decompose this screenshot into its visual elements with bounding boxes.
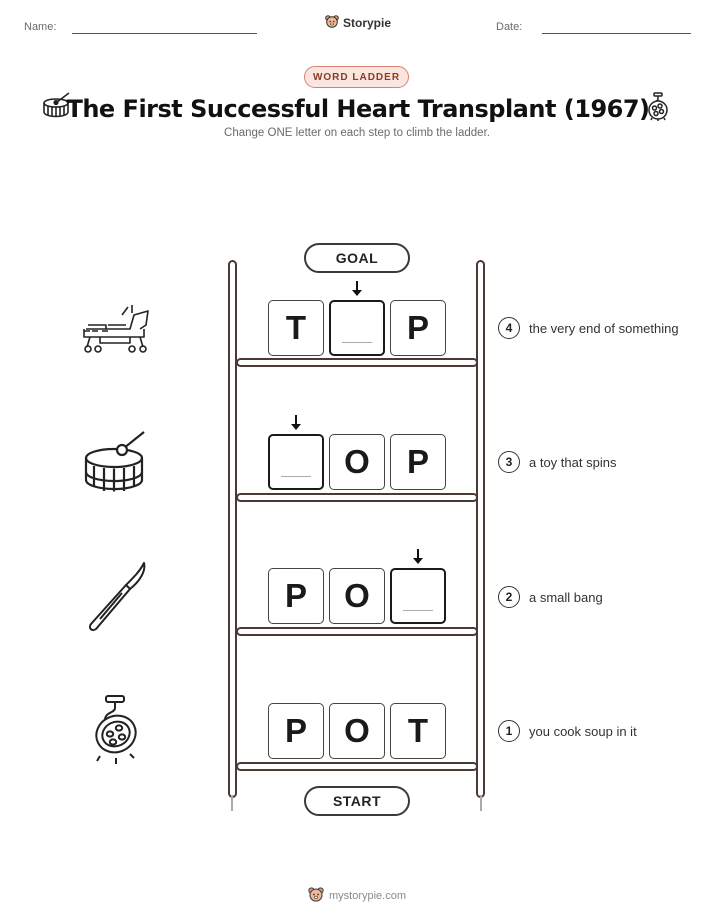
ladder-right-rail — [476, 260, 485, 798]
clue-3: 3 a toy that spins — [498, 451, 616, 473]
letter-tile: O — [329, 568, 385, 624]
letter-tile: T — [268, 300, 324, 356]
letter-tile: O — [329, 703, 385, 759]
clue-1: 1 you cook soup in it — [498, 720, 637, 742]
name-line[interactable] — [72, 33, 257, 34]
brand-logo: Storypie — [325, 14, 391, 32]
drum-icon — [84, 426, 150, 501]
clue-text: the very end of something — [529, 320, 679, 336]
clue-text: you cook soup in it — [529, 723, 637, 739]
ladder-left-rail — [228, 260, 237, 798]
hospital-bed-icon — [80, 295, 152, 362]
clue-text: a small bang — [529, 589, 603, 605]
blank-letter-tile[interactable] — [329, 300, 385, 356]
ladder-left-foot — [231, 795, 233, 811]
ladder-right-foot — [480, 795, 482, 811]
clue-text: a toy that spins — [529, 454, 617, 470]
letter-tile: P — [268, 703, 324, 759]
start-label: START — [304, 786, 410, 816]
letter-tile: P — [390, 300, 446, 356]
worksheet-title: The First Successful Heart Transplant (1… — [66, 95, 650, 123]
step-number: 2 — [498, 586, 520, 608]
step-number: 4 — [498, 317, 520, 339]
goal-label: GOAL — [304, 243, 410, 273]
letter-tile: O — [329, 434, 385, 490]
letter-tile: T — [390, 703, 446, 759]
arrow-down-icon — [350, 280, 364, 298]
letter-tile: P — [390, 434, 446, 490]
surgical-lamp-icon — [88, 694, 144, 771]
ladder-rung — [236, 358, 478, 367]
storypie-mascot-icon — [308, 886, 324, 906]
ladder-rung — [236, 627, 478, 636]
storypie-mascot-icon — [325, 14, 339, 32]
ladder-rung — [236, 493, 478, 502]
name-label: Name: — [24, 21, 57, 33]
clue-2: 2 a small bang — [498, 586, 603, 608]
scalpel-icon — [86, 561, 150, 638]
instructions-text: Change ONE letter on each step to climb … — [224, 127, 490, 139]
arrow-down-icon — [411, 548, 425, 566]
drum-icon — [42, 90, 72, 125]
letter-tile: P — [268, 568, 324, 624]
surgical-lamp-icon — [645, 92, 671, 127]
arrow-down-icon — [289, 414, 303, 432]
footer-url[interactable]: mystorypie.com — [328, 890, 407, 902]
ladder-rung — [236, 762, 478, 771]
date-line[interactable] — [542, 33, 691, 34]
brand-name: Storypie — [343, 16, 392, 30]
activity-type-badge: WORD LADDER — [304, 66, 409, 88]
step-number: 3 — [498, 451, 520, 473]
blank-letter-tile[interactable] — [268, 434, 324, 490]
step-number: 1 — [498, 720, 520, 742]
date-label: Date: — [496, 21, 523, 33]
blank-letter-tile[interactable] — [390, 568, 446, 624]
clue-4: 4 the very end of something — [498, 317, 679, 339]
footer: mystorypie.com — [0, 886, 714, 906]
